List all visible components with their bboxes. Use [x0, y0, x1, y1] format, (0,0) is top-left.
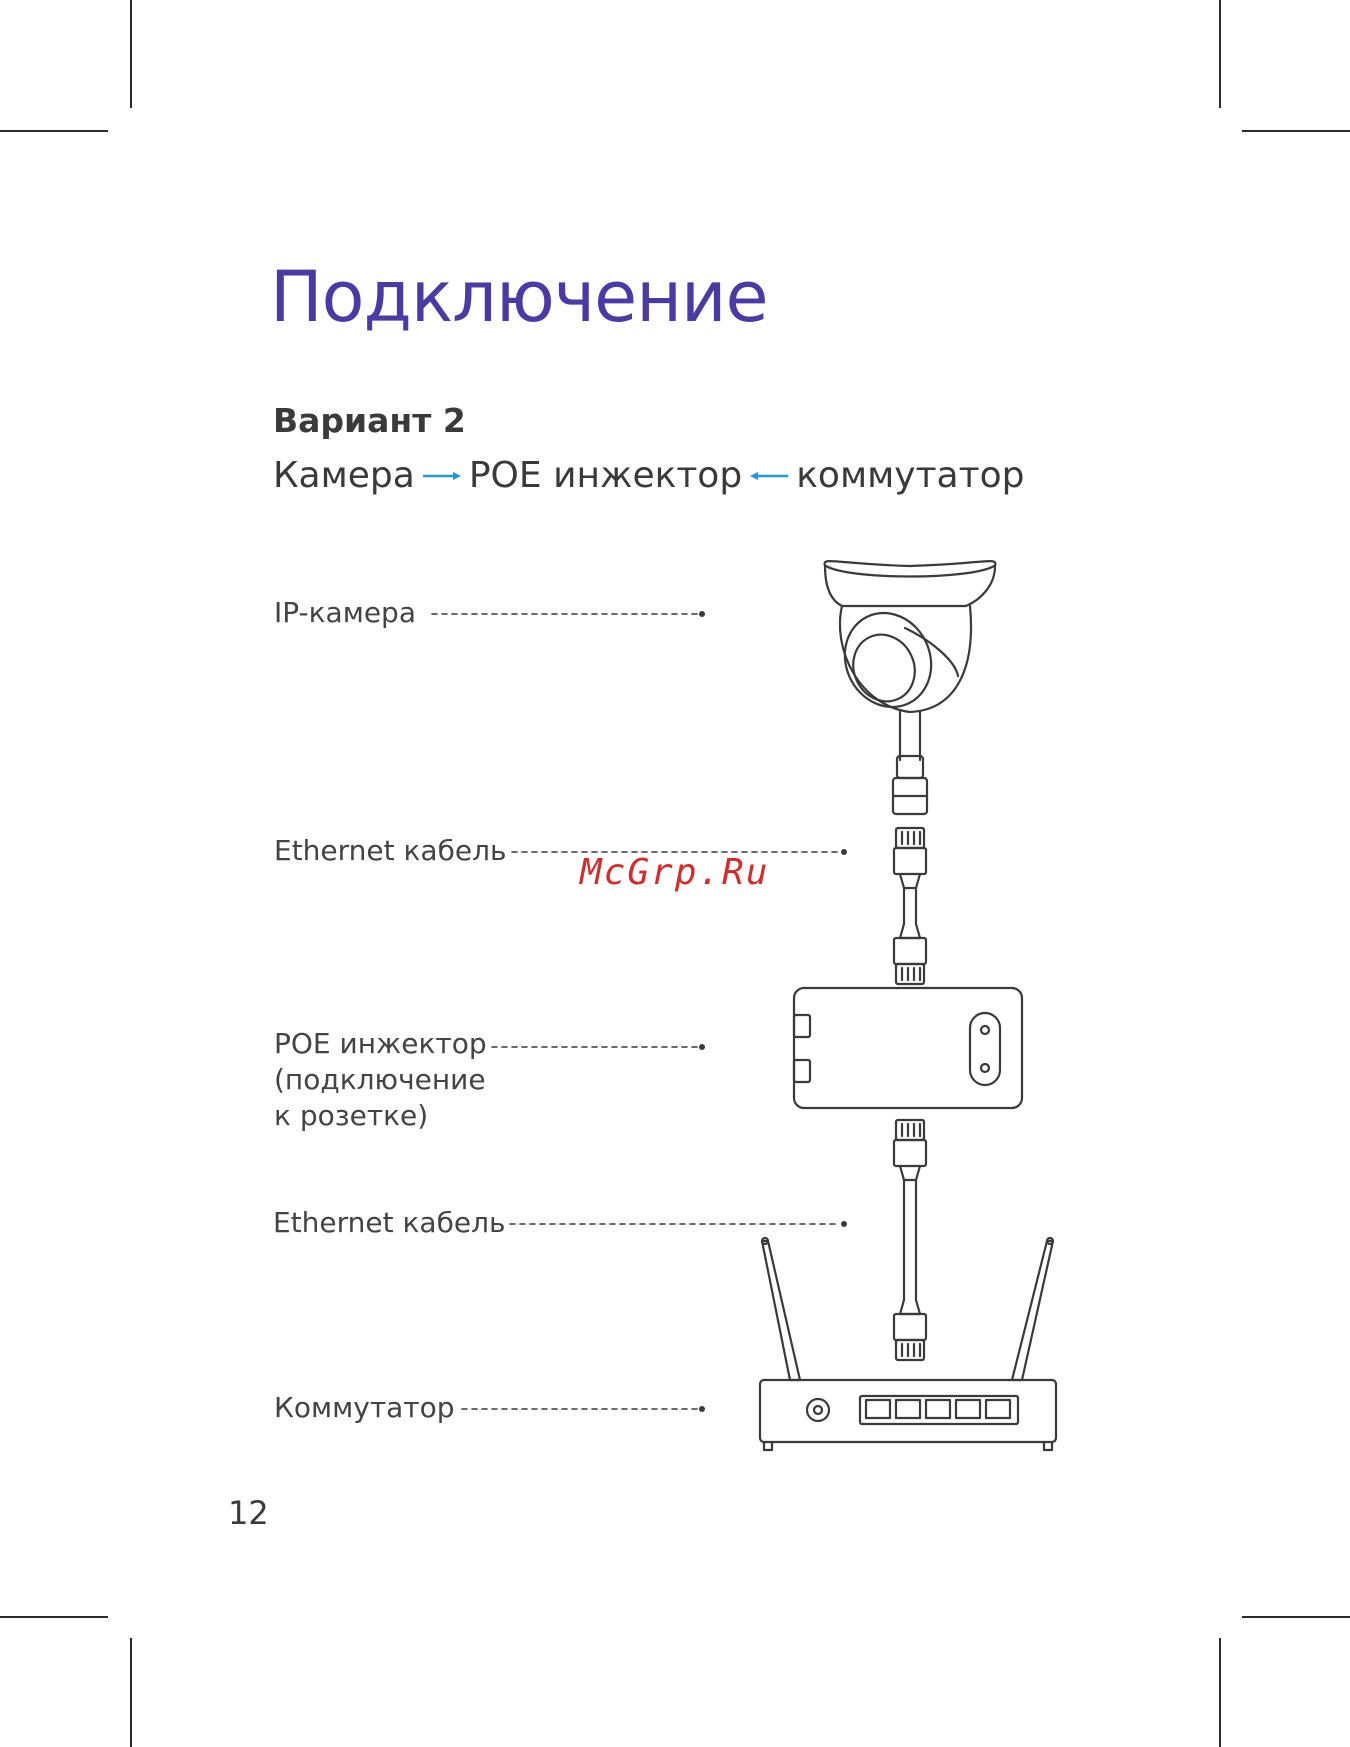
leader-dot-ethernet-1 — [841, 849, 847, 855]
leader-dot-switch — [699, 1406, 705, 1412]
page-number: 12 — [228, 1494, 269, 1532]
camera-connector — [893, 756, 927, 814]
ethernet-cable-2 — [894, 1120, 926, 1360]
leader-dot-poe-injector — [699, 1044, 705, 1050]
watermark: McGrp.Ru — [580, 852, 769, 893]
ip-camera-device — [825, 561, 996, 760]
power-port-icon — [807, 1399, 829, 1421]
poe-injector-device — [794, 988, 1022, 1108]
leader-dot-ip-camera — [699, 611, 705, 617]
ethernet-cable-1 — [894, 828, 926, 984]
leader-dot-ethernet-2 — [841, 1221, 847, 1227]
